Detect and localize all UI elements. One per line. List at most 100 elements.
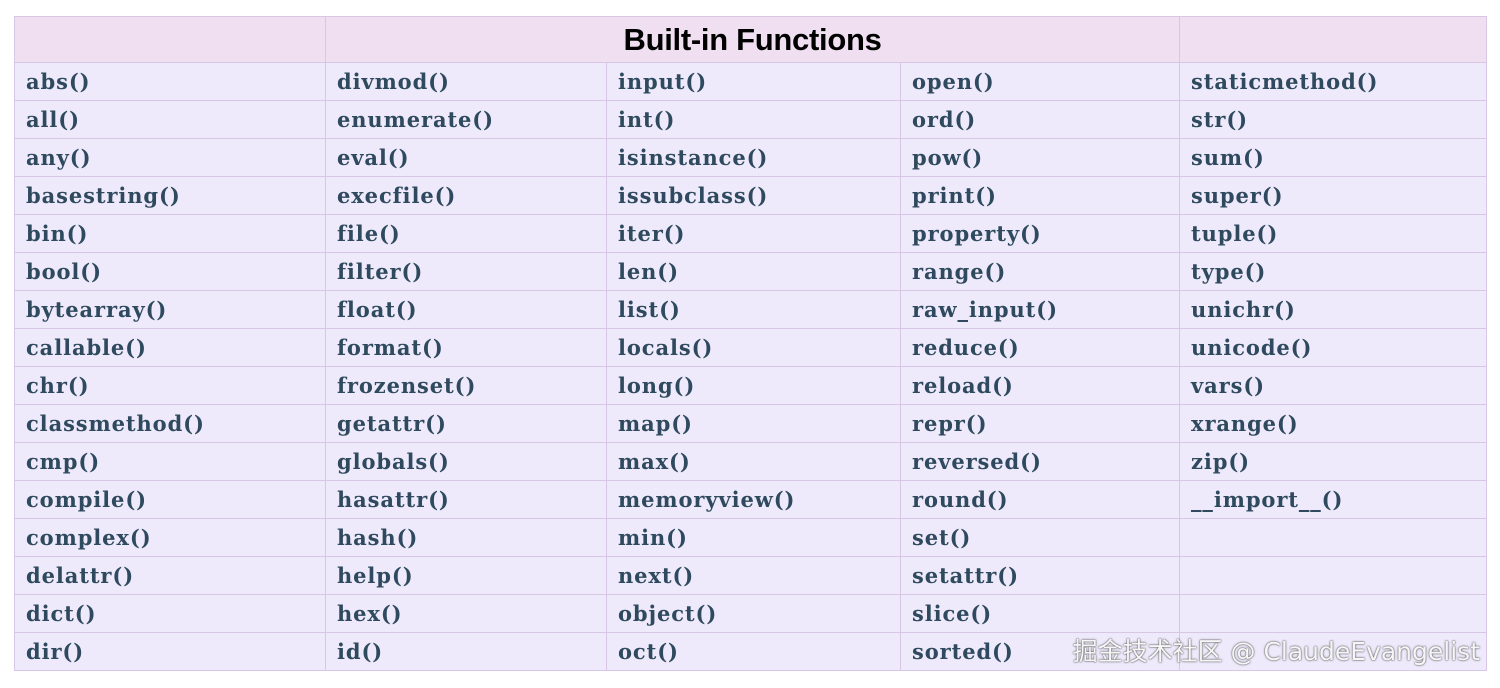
function-cell: dict()	[14, 594, 326, 633]
function-cell: map()	[606, 404, 901, 443]
function-cell: bin()	[14, 214, 326, 253]
function-cell: file()	[325, 214, 607, 253]
function-cell: min()	[606, 518, 901, 557]
function-cell: super()	[1179, 176, 1488, 215]
function-cell: callable()	[14, 328, 326, 367]
function-cell: float()	[325, 290, 607, 329]
table-row: any()eval()isinstance()pow()sum()	[14, 138, 1488, 177]
function-cell: staticmethod()	[1179, 62, 1488, 101]
function-cell: iter()	[606, 214, 901, 253]
function-cell: sorted()	[899, 632, 1181, 671]
table-row: abs()divmod()input()open()staticmethod()	[14, 62, 1488, 101]
function-cell: classmethod()	[14, 404, 326, 443]
function-cell: bytearray()	[14, 290, 326, 329]
function-cell: cmp()	[14, 442, 326, 481]
function-cell: locals()	[606, 328, 901, 367]
function-cell: next()	[606, 556, 901, 595]
function-cell: filter()	[325, 252, 607, 291]
function-cell: input()	[606, 62, 901, 101]
function-cell: any()	[14, 138, 326, 177]
function-cell: hex()	[325, 594, 607, 633]
table-row: all()enumerate()int()ord()str()	[14, 100, 1488, 139]
function-cell	[1179, 632, 1488, 671]
builtin-functions-table: Built-in Functions abs()divmod()input()o…	[14, 16, 1488, 671]
header-cell-empty	[1179, 16, 1488, 63]
function-cell: reversed()	[899, 442, 1181, 481]
table-title: Built-in Functions	[623, 21, 882, 57]
table-row: dir()id()oct()sorted()	[14, 632, 1488, 671]
function-cell: round()	[899, 480, 1181, 519]
function-cell: xrange()	[1179, 404, 1488, 443]
function-cell: issubclass()	[606, 176, 901, 215]
function-cell: str()	[1179, 100, 1488, 139]
function-cell: vars()	[1179, 366, 1488, 405]
function-cell: globals()	[325, 442, 607, 481]
function-cell: max()	[606, 442, 901, 481]
function-cell: eval()	[325, 138, 607, 177]
watermark: 掘金技术社区 @ ClaudeEvangelist	[1072, 637, 1480, 666]
function-cell: slice()	[899, 594, 1181, 633]
function-cell	[1179, 594, 1488, 633]
function-cell: delattr()	[14, 556, 326, 595]
table-row: basestring()execfile()issubclass()print(…	[14, 176, 1488, 215]
table-header-row: Built-in Functions	[14, 16, 1488, 63]
function-cell: id()	[325, 632, 607, 671]
function-cell: open()	[899, 62, 1181, 101]
function-cell: __import__()	[1179, 480, 1488, 519]
function-cell: sum()	[1179, 138, 1488, 177]
function-cell: unichr()	[1179, 290, 1488, 329]
function-cell: frozenset()	[325, 366, 607, 405]
function-cell: tuple()	[1179, 214, 1488, 253]
function-cell: isinstance()	[606, 138, 901, 177]
function-cell: setattr()	[899, 556, 1181, 595]
function-cell: raw_input()	[899, 290, 1181, 329]
header-cell-title: Built-in Functions	[324, 16, 1181, 63]
function-cell: enumerate()	[325, 100, 607, 139]
table-row: bin()file()iter()property()tuple()	[14, 214, 1488, 253]
function-cell: bool()	[14, 252, 326, 291]
function-cell: basestring()	[14, 176, 326, 215]
function-cell: long()	[606, 366, 901, 405]
function-cell: all()	[14, 100, 326, 139]
function-cell: complex()	[14, 518, 326, 557]
function-cell: type()	[1179, 252, 1488, 291]
function-cell: list()	[606, 290, 901, 329]
function-cell: execfile()	[325, 176, 607, 215]
table-row: cmp()globals()max()reversed()zip()	[14, 442, 1488, 481]
function-cell: getattr()	[325, 404, 607, 443]
function-cell: unicode()	[1179, 328, 1488, 367]
function-cell: set()	[899, 518, 1181, 557]
function-cell: chr()	[14, 366, 326, 405]
function-cell: compile()	[14, 480, 326, 519]
function-cell: dir()	[14, 632, 326, 671]
table-row: dict()hex()object()slice()	[14, 594, 1488, 633]
table-row: bool()filter()len()range()type()	[14, 252, 1488, 291]
function-cell: pow()	[899, 138, 1181, 177]
function-cell: object()	[606, 594, 901, 633]
table-row: classmethod()getattr()map()repr()xrange(…	[14, 404, 1488, 443]
table-row: chr()frozenset()long()reload()vars()	[14, 366, 1488, 405]
function-cell: int()	[606, 100, 901, 139]
table-row: bytearray()float()list()raw_input()unich…	[14, 290, 1488, 329]
function-cell	[1179, 556, 1488, 595]
function-cell: divmod()	[325, 62, 607, 101]
function-cell: format()	[325, 328, 607, 367]
table-row: compile()hasattr()memoryview()round()__i…	[14, 480, 1488, 519]
function-cell: reduce()	[899, 328, 1181, 367]
function-cell: abs()	[14, 62, 326, 101]
function-cell: ord()	[899, 100, 1181, 139]
function-cell: help()	[325, 556, 607, 595]
table-row: delattr()help()next()setattr()	[14, 556, 1488, 595]
table-body: abs()divmod()input()open()staticmethod()…	[14, 62, 1488, 671]
function-cell: hasattr()	[325, 480, 607, 519]
function-cell: property()	[899, 214, 1181, 253]
function-cell: zip()	[1179, 442, 1488, 481]
function-cell	[1179, 518, 1488, 557]
function-cell: range()	[899, 252, 1181, 291]
function-cell: hash()	[325, 518, 607, 557]
table-row: complex()hash()min()set()	[14, 518, 1488, 557]
function-cell: len()	[606, 252, 901, 291]
table-row: callable()format()locals()reduce()unicod…	[14, 328, 1488, 367]
header-cell-empty	[14, 16, 326, 63]
function-cell: repr()	[899, 404, 1181, 443]
